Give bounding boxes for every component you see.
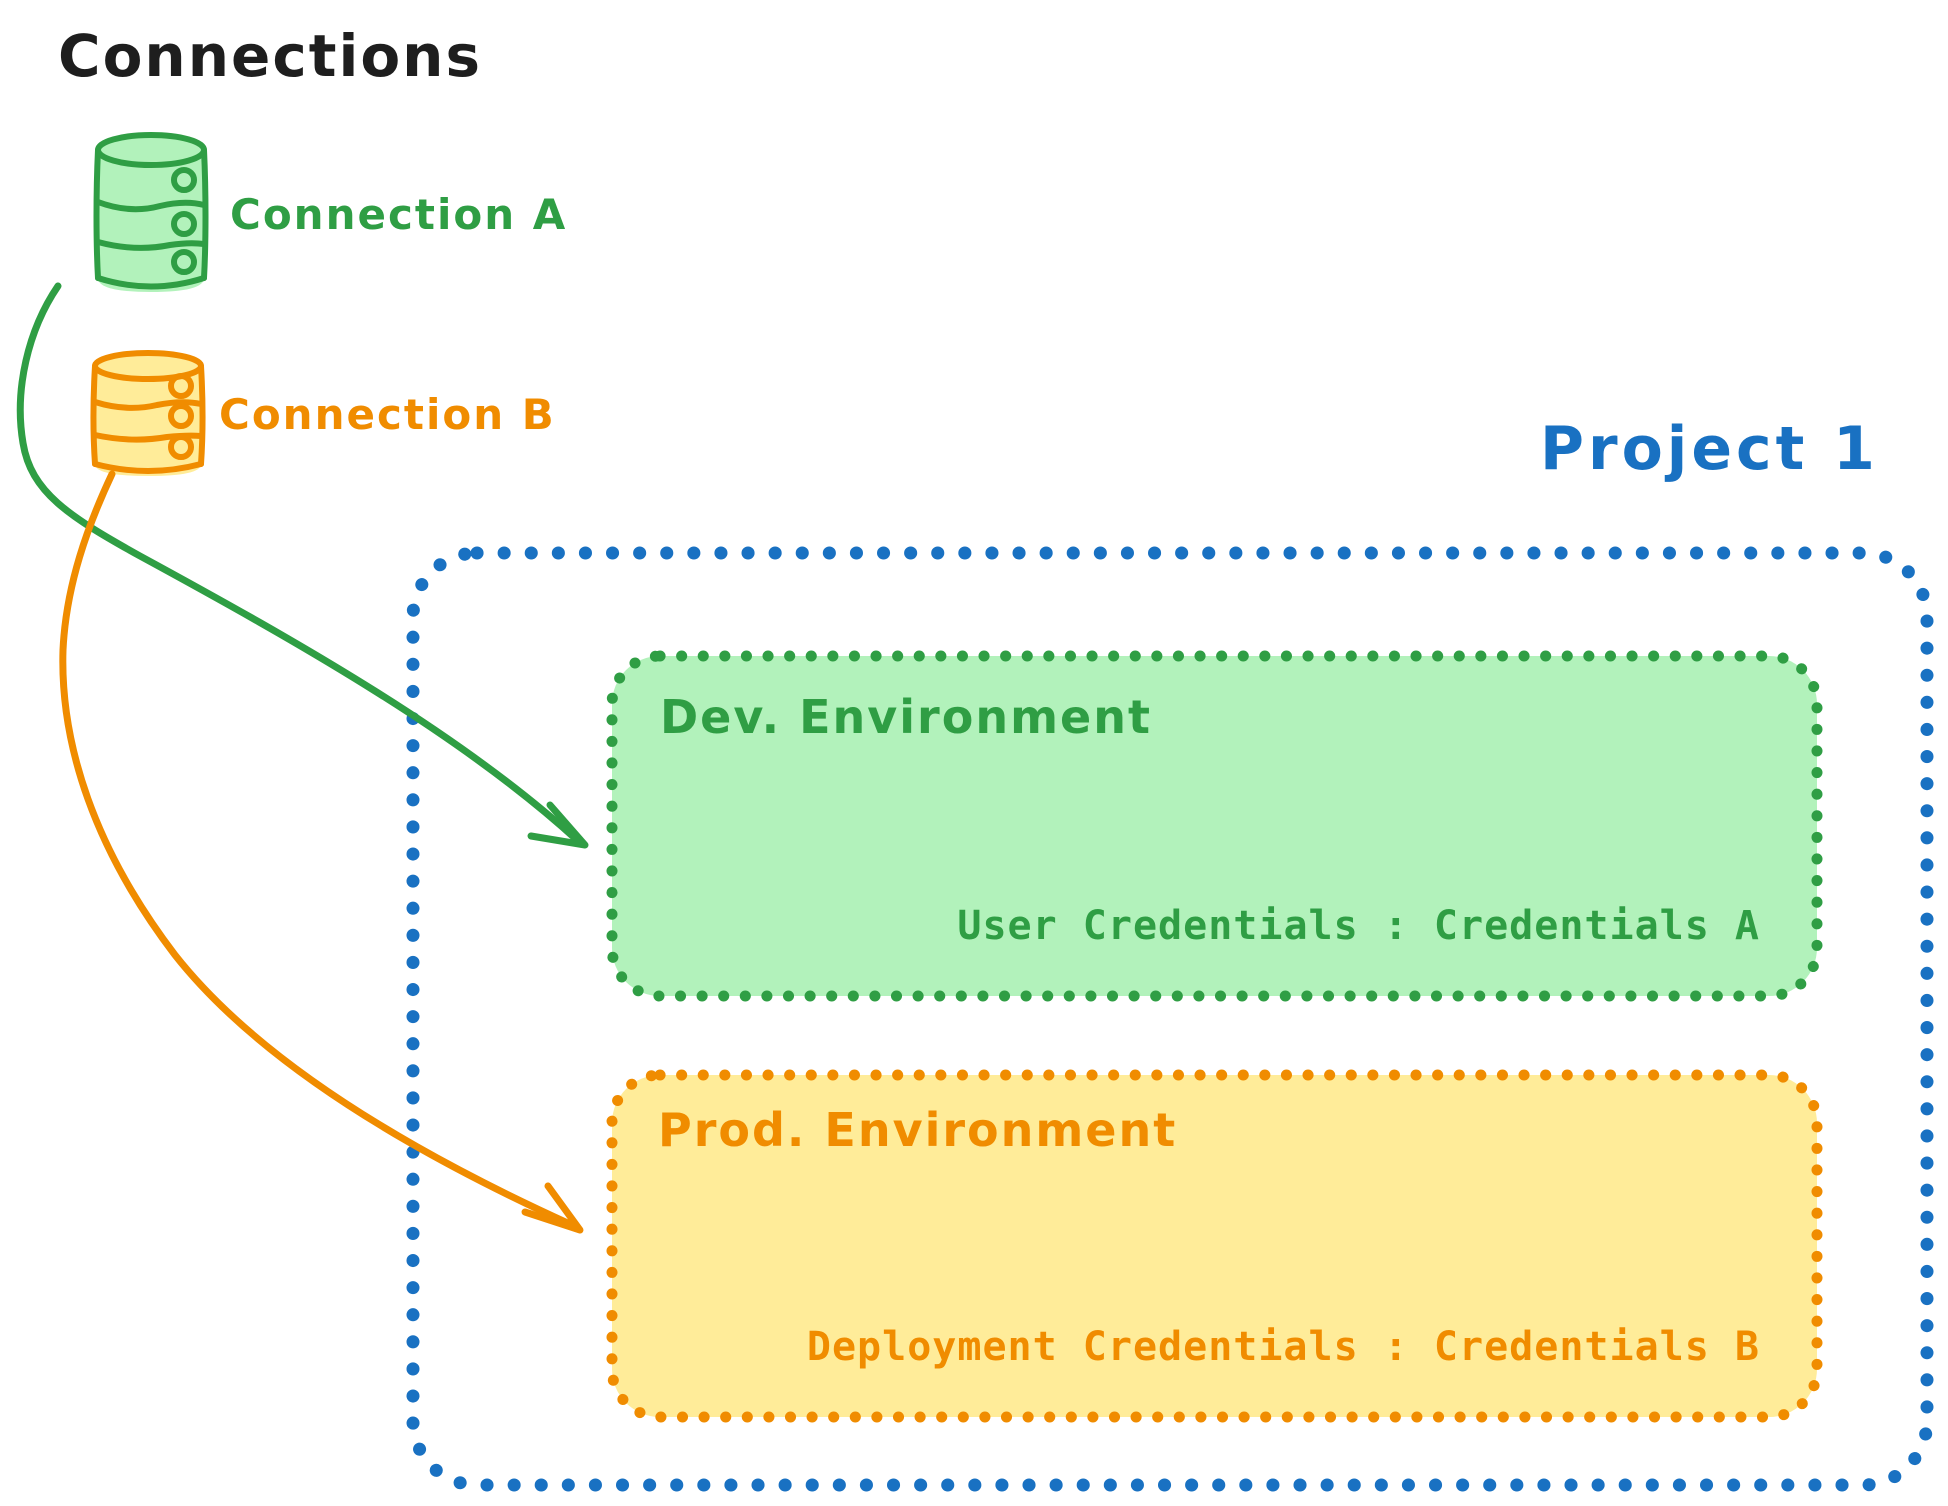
connection-b-arrow bbox=[59, 470, 584, 1234]
connection-a-label: Connection A bbox=[230, 190, 568, 239]
dev-environment-title: Dev. Environment bbox=[660, 690, 1152, 744]
prod-environment-title: Prod. Environment bbox=[658, 1103, 1178, 1157]
database-icon-connection-a bbox=[93, 132, 209, 292]
diagram-title: Connections bbox=[58, 22, 482, 90]
prod-environment-box bbox=[606, 1069, 1823, 1423]
project-title: Project 1 bbox=[1540, 414, 1879, 484]
project-box bbox=[406, 546, 1934, 1492]
dev-environment-box bbox=[606, 650, 1823, 1002]
database-icon-connection-b bbox=[90, 350, 206, 476]
connection-a-arrow bbox=[16, 282, 589, 849]
prod-environment-credentials: Deployment Credentials : Credentials B bbox=[806, 1324, 1760, 1370]
connection-b-label: Connection B bbox=[219, 390, 556, 439]
database-b-fill bbox=[95, 353, 201, 476]
dev-environment-credentials: User Credentials : Credentials A bbox=[957, 903, 1760, 949]
